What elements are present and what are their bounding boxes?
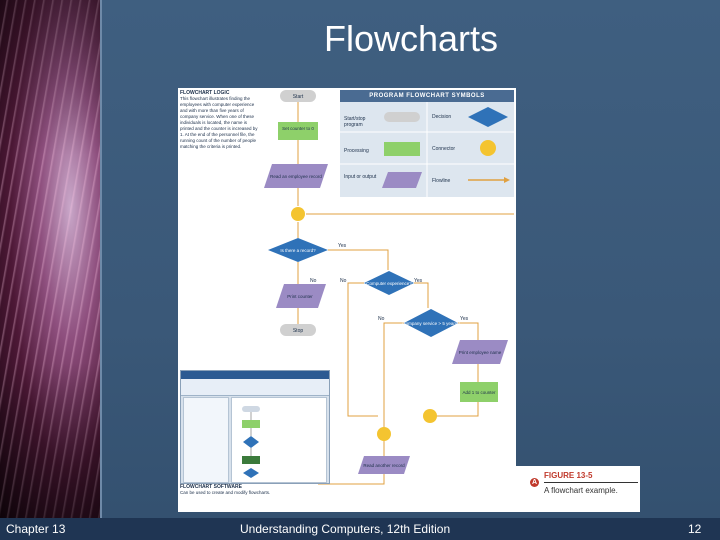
is-there-record-label: Is there a record?: [280, 248, 316, 253]
start-label: Start: [293, 94, 304, 100]
flowlines: [297, 102, 514, 485]
symbol-input-output-label: Input or output: [344, 174, 377, 180]
symbols-header: PROGRAM FLOWCHART SYMBOLS: [340, 90, 514, 102]
symbol-processing-label: Processing: [344, 148, 369, 154]
flowline: [458, 322, 479, 340]
add-counter-label: Add 1 to counter: [462, 390, 496, 395]
figure-caption: A FIGURE 13-5 A flowchart example.: [510, 466, 640, 512]
software-canvas: [231, 397, 327, 483]
caption-rule: [544, 482, 638, 483]
slide-title: Flowcharts: [323, 18, 499, 59]
software-ribbon: [181, 379, 329, 396]
flowline: [436, 402, 479, 417]
no-label-2: No: [340, 278, 347, 284]
symbol-input-output-icon: [382, 172, 422, 188]
footer-chapter: Chapter 13: [6, 522, 66, 536]
symbol-connector-icon: [480, 140, 496, 156]
flowchart-logic-text: This flowchart illustrates finding the e…: [180, 96, 258, 149]
print-name-label: Print employee name: [459, 350, 502, 355]
add-counter-process: [460, 382, 498, 402]
flowline-arrowhead-icon: [504, 177, 510, 183]
footer-bar: [0, 518, 720, 540]
flowline: [328, 249, 389, 270]
no-label-3: No: [378, 316, 385, 322]
symbols-grid: [340, 102, 514, 197]
stop-label: Stop: [293, 328, 304, 334]
flowline: [318, 474, 385, 485]
computer-experience-decision: [364, 271, 414, 295]
flowchart-software-title: FLOWCHART SOFTWARE: [180, 484, 242, 490]
flowchart-software-text: Can be used to create and modify flowcha…: [180, 490, 271, 495]
symbol-start-stop-label: Start/stop program: [344, 116, 366, 128]
figure-badge-icon: A: [530, 478, 539, 487]
figure-number: FIGURE 13-5: [544, 471, 593, 480]
symbol-connector-label: Connector: [432, 146, 456, 152]
print-name-io: [452, 340, 508, 364]
flowchart-logic-title: FLOWCHART LOGIC: [180, 90, 230, 96]
stop-terminal: [280, 324, 316, 336]
vertical-divider: [100, 0, 102, 518]
start-terminal: [280, 90, 316, 102]
software-shapes-panel: [183, 397, 229, 483]
no-label-1: No: [310, 278, 317, 284]
symbol-flowline-label: Flowline: [432, 178, 451, 184]
print-counter-io: [276, 284, 326, 308]
flowchart-figure: FLOWCHART LOGIC This flowchart illustrat…: [178, 88, 516, 512]
set-counter-label: Set counter to 0: [282, 126, 314, 131]
symbol-decision-label: Decision: [432, 114, 452, 120]
software-mini-flowchart: [242, 406, 260, 478]
flowchart-diagram: Start Set counter to 0 Read an employee …: [264, 90, 514, 485]
is-there-record-decision: [268, 238, 328, 262]
set-counter-process: [278, 122, 318, 140]
read-another-label: Read another record: [363, 463, 405, 468]
yes-label-1: Yes: [338, 243, 347, 249]
symbol-processing-icon: [384, 142, 420, 156]
company-service-decision: [404, 309, 458, 337]
decorative-side-image: [0, 0, 100, 518]
print-counter-label: Print counter: [287, 294, 313, 299]
connector-2: [423, 409, 437, 423]
connector-3: [377, 427, 391, 441]
read-record-label: Read an employee record: [270, 174, 322, 179]
read-record-io: [264, 164, 328, 188]
flowline: [347, 282, 378, 417]
flowline: [383, 322, 404, 434]
read-another-io: [358, 456, 410, 474]
symbol-decision-icon: [468, 107, 508, 127]
computer-experience-label: Computer experience?: [366, 281, 412, 286]
yes-label-3: Yes: [460, 316, 469, 322]
connector-1: [291, 207, 305, 221]
software-titlebar: [181, 371, 329, 379]
flowchart-symbols-panel: PROGRAM FLOWCHART SYMBOLS Start/stop pro…: [340, 90, 514, 197]
flowline: [414, 282, 429, 308]
flowchart-software-screenshot: [180, 370, 330, 484]
caption-text: A flowchart example.: [544, 486, 618, 495]
footer-book-title: Understanding Computers, 12th Edition: [240, 522, 451, 536]
symbol-start-stop-icon: [384, 112, 420, 122]
company-service-label: Company service > 5 years?: [402, 321, 460, 326]
footer-page-number: 12: [688, 522, 702, 536]
yes-label-2: Yes: [414, 278, 423, 284]
